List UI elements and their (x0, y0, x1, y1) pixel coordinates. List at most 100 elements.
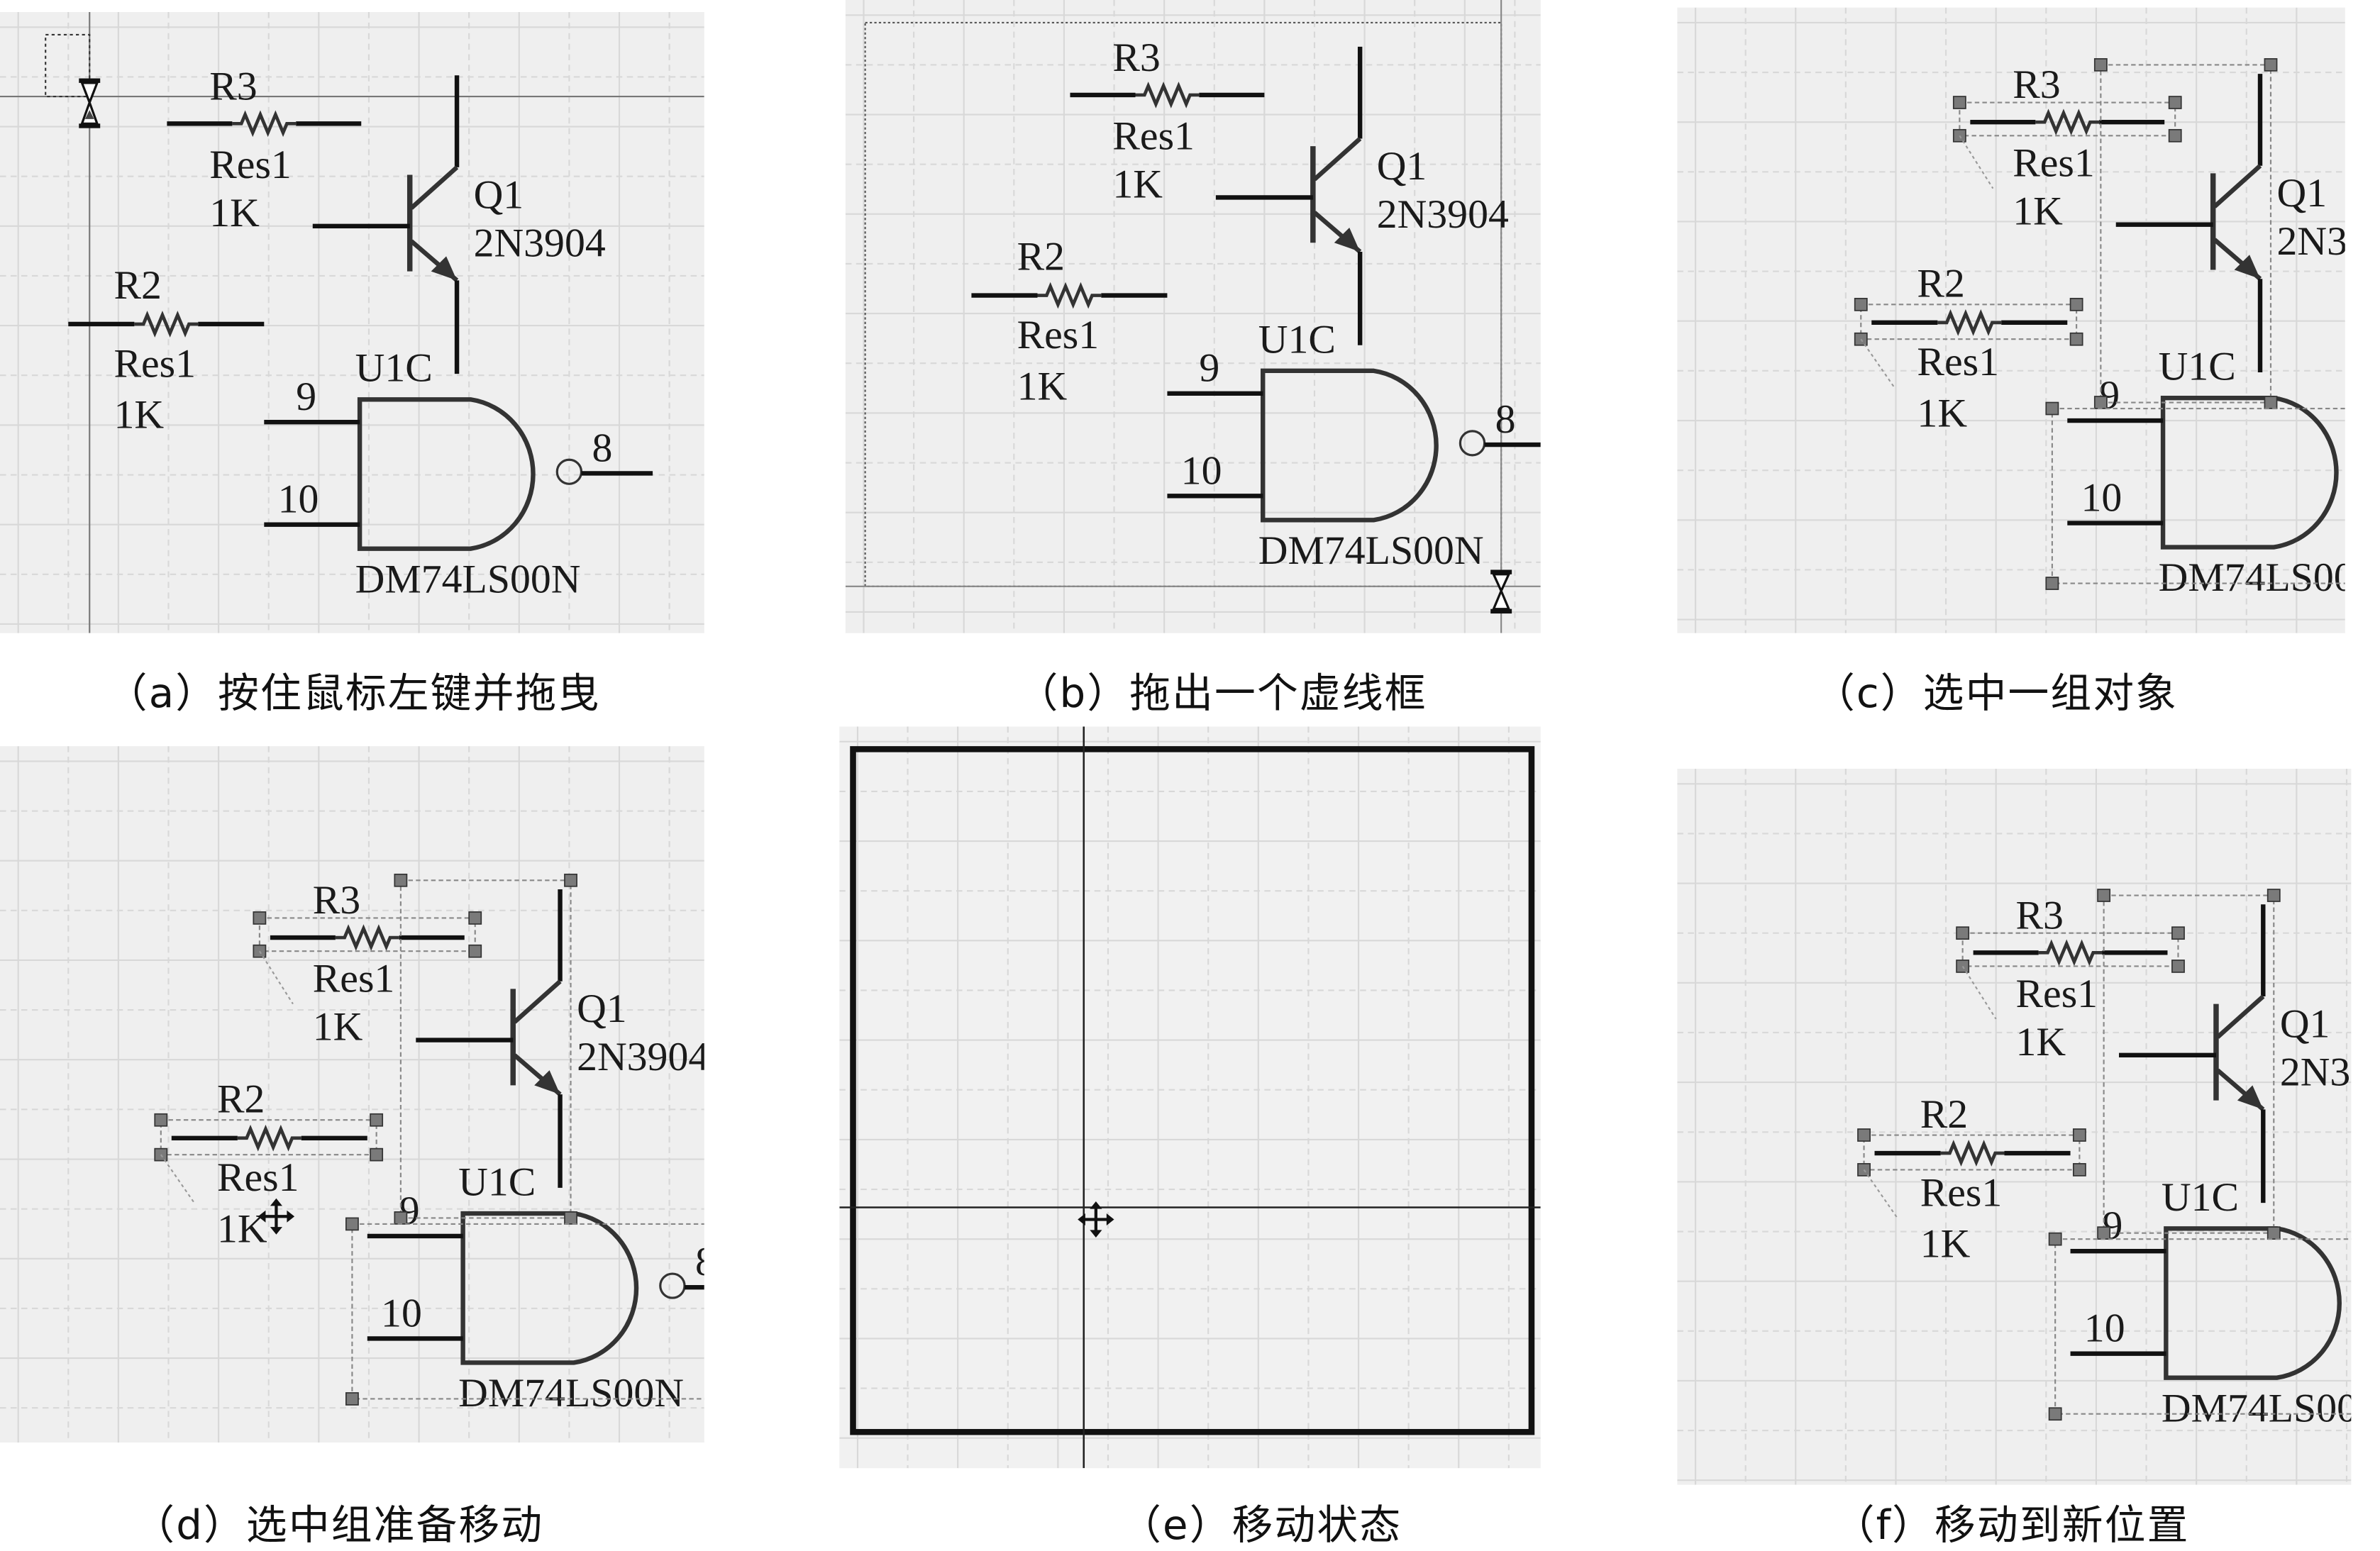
selection-handle (345, 1392, 359, 1406)
r2-comment: Res1 (1917, 340, 1999, 384)
selection-handle (2266, 889, 2281, 902)
selection-handle (345, 1217, 359, 1231)
grid (1677, 769, 2352, 1485)
grid (839, 726, 1541, 1469)
selection-handle (2048, 1407, 2062, 1421)
q1-collector-diag (2213, 164, 2262, 209)
r2-comment: Res1 (217, 1155, 299, 1200)
r3-label-link (1959, 135, 1994, 189)
selection-handle (2069, 297, 2083, 311)
selection-handle (394, 873, 408, 887)
selection-handle (2093, 58, 2108, 72)
selection-handle (253, 944, 267, 958)
selection-handle (1854, 332, 1868, 346)
u1c-pin-9: 9 (2099, 373, 2120, 418)
panel-e-canvas[interactable] (839, 726, 1541, 1469)
q1-designator: Q1 (2280, 1002, 2330, 1047)
r2-label-link (1863, 1169, 1898, 1219)
move-cursor-icon[interactable] (1078, 1201, 1114, 1238)
r3-comment: Res1 (2016, 972, 2098, 1016)
q1-emitter-arrow (1334, 227, 1361, 252)
q1-designator: Q1 (474, 172, 524, 217)
selection-handle (2171, 926, 2185, 940)
selection-handle (2097, 889, 2111, 902)
r3-designator: R3 (313, 878, 360, 923)
panel-e (839, 726, 1541, 1469)
grid (845, 0, 1541, 633)
caption-e: （e）移动状态 (1120, 1503, 1402, 1550)
caption-f: （f）移动到新位置 (1833, 1503, 2190, 1550)
r2-selection-box (1863, 1134, 2081, 1171)
u1c-pin-9: 9 (399, 1189, 420, 1233)
selection-handle (2264, 396, 2278, 409)
r3-body (2035, 109, 2100, 135)
selection-handle (253, 911, 267, 925)
q1-collector-diag (409, 165, 459, 210)
selection-handle (370, 1113, 384, 1127)
q1-collector-diag (2215, 994, 2265, 1039)
q1-part: 2N3904 (2277, 219, 2345, 264)
grid (0, 12, 704, 633)
move-cursor-icon[interactable] (258, 1198, 295, 1235)
u1c-gate-body (2164, 1226, 2342, 1380)
q1-designator: Q1 (2277, 171, 2328, 216)
r3-comment: Res1 (313, 957, 395, 1001)
moving-group-outline (850, 746, 1535, 1435)
u1c-designator: U1C (458, 1160, 536, 1205)
r2-designator: R2 (1920, 1092, 1968, 1137)
selection-handle (2168, 128, 2182, 143)
u1c-part: DM74LS00N (458, 1371, 684, 1416)
q1-selection-box (2100, 64, 2272, 404)
r2-selection-box (1860, 304, 2078, 340)
q1-collector-diag (1312, 137, 1362, 182)
selection-handle (2264, 58, 2278, 72)
q1-emitter-arrow (534, 1070, 560, 1095)
q1-part: 2N3904 (577, 1035, 704, 1079)
u1c-designator: U1C (1258, 318, 1336, 362)
q1-designator: Q1 (577, 986, 627, 1031)
q1-designator: Q1 (1377, 144, 1427, 189)
r3-selection-box (1961, 932, 2179, 967)
q1-part: 2N3904 (1377, 192, 1509, 237)
r3-comment: Res1 (1112, 114, 1195, 159)
u1c-pin-8: 8 (1495, 397, 1516, 442)
selection-handle (564, 873, 577, 887)
r2-value: 1K (1917, 391, 1967, 436)
u1c-pin-9: 9 (296, 374, 316, 419)
selection-handle (2171, 960, 2185, 973)
r2-designator: R2 (217, 1077, 265, 1122)
selection-handle (154, 1113, 168, 1127)
selection-handle (1854, 297, 1868, 311)
u1c-pin-10: 10 (381, 1291, 422, 1336)
selection-handle (564, 1211, 577, 1225)
r3-label-link (258, 950, 294, 1005)
r3-body (335, 924, 399, 951)
u1c-inversion-bubble (1459, 430, 1486, 457)
r2-body (1937, 309, 2002, 336)
r2-comment: Res1 (1920, 1171, 2003, 1216)
u1c-pin-8: 8 (592, 426, 612, 471)
u1c-part: DM74LS00N (355, 557, 581, 601)
u1c-selection-box (351, 1223, 704, 1400)
u1c-pin-8: 8 (695, 1240, 704, 1284)
r2-label-link (160, 1154, 195, 1203)
u1c-gate-body (357, 397, 536, 551)
r3-body (232, 110, 297, 138)
r3-designator: R3 (209, 64, 257, 109)
r3-comment: Res1 (2013, 141, 2095, 186)
r2-designator: R2 (1017, 235, 1065, 279)
selection-handle (468, 944, 482, 958)
r3-body (1135, 82, 1200, 109)
u1c-pin-9: 9 (2102, 1203, 2122, 1248)
u1c-pin-10: 10 (2084, 1306, 2125, 1351)
selection-handle (2048, 1232, 2062, 1246)
q1-emitter-arrow (2237, 1085, 2264, 1110)
